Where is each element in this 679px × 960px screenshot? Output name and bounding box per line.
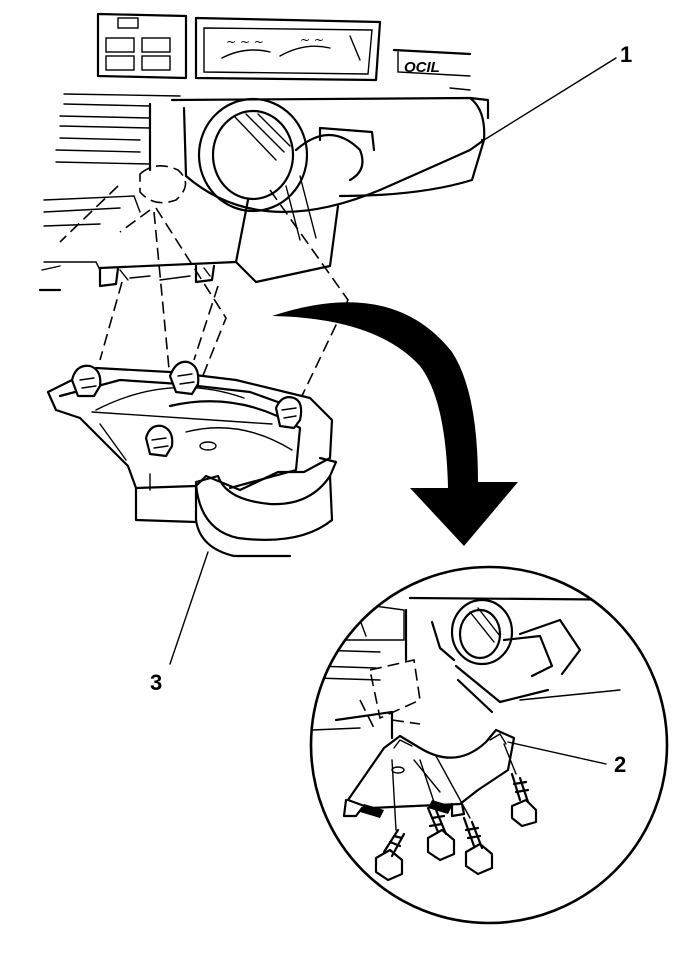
instrument-panel: ~ ~ ~ ~ ~ OCIL [38,12,490,292]
oil-badge-text: OCIL [404,59,440,76]
display-readout-2: ~ ~ [300,33,324,47]
display-readout-1: ~ ~ ~ [226,35,264,49]
lower-column-cover [46,360,338,558]
callout-1-group: 1 [483,42,632,141]
switch-panel [96,12,188,80]
callout-1-label: 1 [620,42,632,67]
callout-2-label: 2 [614,752,626,777]
callout-3-label: 3 [150,670,162,695]
detail-circle-frame [309,565,669,925]
callout-2-group: 2 [507,741,626,777]
steering-column-housing [98,96,490,288]
detail-view [309,565,669,925]
direction-arrow [272,302,518,546]
cover-clips [70,360,303,458]
display-window: ~ ~ ~ ~ ~ [194,16,382,82]
detail-contents [311,596,662,882]
mounting-screws [374,772,538,882]
dash-contours [38,93,181,292]
oil-indicator: OCIL [392,48,472,91]
ghost-clip-position [59,165,187,243]
callout-3-group: 3 [150,551,209,695]
